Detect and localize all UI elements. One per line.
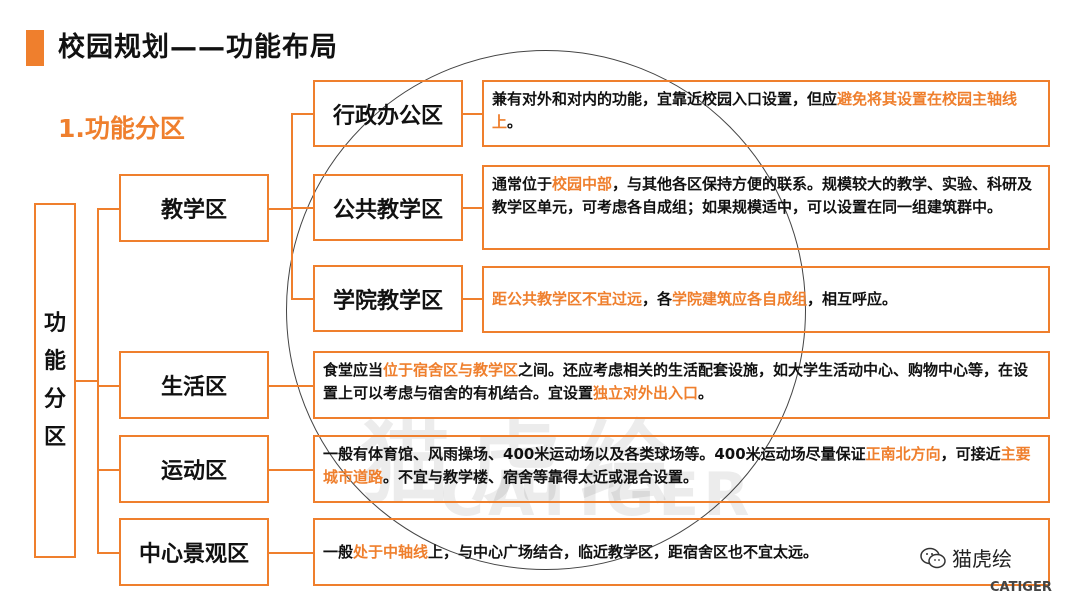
- connector-line: [291, 113, 293, 299]
- connector-line: [269, 552, 313, 554]
- desc-run: 通常位于: [492, 175, 553, 193]
- corner-brand: CATIGER: [990, 580, 1052, 595]
- desc-text: 食堂应当位于宿舍区与教学区之间。还应考虑相关的生活配套设施，如大学生活动中心、购…: [323, 359, 1040, 405]
- highlight-text: 校园中部: [552, 175, 613, 193]
- highlight-text: 学院建筑应各自成组: [672, 290, 808, 308]
- highlight-text: 距公共教学区不宜过远: [492, 290, 643, 308]
- connector-line: [269, 469, 313, 471]
- title-accent-bar: [26, 30, 44, 66]
- connector-line: [463, 207, 482, 209]
- desc-text: 一般有体育馆、风雨操场、400米运动场以及各类球场等。400米运动场尽量保证正南…: [323, 443, 1040, 489]
- connector-line: [269, 208, 292, 210]
- highlight-text: 独立对外出入口: [593, 384, 699, 402]
- connector-line: [269, 385, 313, 387]
- desc-run: 。: [698, 384, 714, 402]
- node-sports-zone: 运动区: [119, 435, 269, 503]
- node-college-teaching-zone: 学院教学区: [313, 265, 463, 332]
- desc-run: 上，与中心广场结合，临近教学区，距宿舍区也不宜太远。: [428, 542, 819, 561]
- desc-run: 兼有对外和对内的功能，宜靠近校园入口设置，但应: [492, 90, 838, 108]
- desc-run: 之间。还应考虑相关的生活配套设施，如大学生活动中心、购物中心等，在设置上可以考虑…: [323, 361, 1029, 402]
- desc-run: 一般有体育馆、风雨操场、400米运动场以及各类球场等。400米运动场尽量保证: [323, 445, 866, 463]
- highlight-text: 避免将其设置在校园主轴线上: [492, 90, 1018, 131]
- desc-landscape: 一般处于中轴线上，与中心广场结合，临近教学区，距宿舍区也不宜太远。: [313, 518, 1050, 586]
- root-char: 区: [43, 424, 66, 450]
- connector-line: [291, 207, 313, 209]
- desc-text: 一般处于中轴线上，与中心广场结合，临近教学区，距宿舍区也不宜太远。: [323, 541, 818, 564]
- desc-run: 一般: [323, 542, 354, 561]
- desc-run: 。: [507, 113, 523, 131]
- desc-text: 兼有对外和对内的功能，宜靠近校园入口设置，但应避免将其设置在校园主轴线上。: [492, 88, 1040, 134]
- desc-run: 食堂应当: [323, 361, 384, 379]
- connector-line: [291, 298, 313, 300]
- node-teaching-zone: 教学区: [119, 174, 269, 242]
- node-living-zone: 生活区: [119, 351, 269, 419]
- node-landscape-zone: 中心景观区: [119, 518, 269, 586]
- desc-living: 食堂应当位于宿舍区与教学区之间。还应考虑相关的生活配套设施，如大学生活动中心、购…: [313, 351, 1050, 419]
- desc-sports: 一般有体育馆、风雨操场、400米运动场以及各类球场等。400米运动场尽量保证正南…: [313, 435, 1050, 503]
- connector-line: [97, 208, 119, 210]
- root-char: 能: [43, 348, 66, 374]
- watermark-brand-cn: 猫虎绘: [360, 411, 690, 516]
- root-char: 功: [43, 310, 66, 336]
- connector-line: [97, 552, 119, 554]
- desc-run: ，可接近: [940, 445, 1001, 463]
- connector-line: [291, 113, 313, 115]
- root-char: 分: [43, 386, 66, 412]
- connector-line: [463, 298, 482, 300]
- connector-line: [463, 113, 482, 115]
- highlight-text: 主要城市道路: [323, 445, 1031, 486]
- desc-text: 通常位于校园中部，与其他各区保持方便的联系。规模较大的教学、实验、科研及教学区单…: [492, 173, 1040, 219]
- connector-line: [97, 469, 119, 471]
- connector-line: [97, 385, 119, 387]
- desc-run: ，与其他各区保持方便的联系。规模较大的教学、实验、科研及教学区单元，可考虑各自成…: [492, 175, 1033, 216]
- desc-run: ，各: [642, 290, 673, 308]
- desc-admin: 兼有对外和对内的功能，宜靠近校园入口设置，但应避免将其设置在校园主轴线上。: [482, 80, 1050, 147]
- node-admin-zone: 行政办公区: [313, 80, 463, 147]
- desc-text: 距公共教学区不宜过远，各学院建筑应各自成组，相互呼应。: [492, 288, 897, 311]
- desc-public-teaching: 通常位于校园中部，与其他各区保持方便的联系。规模较大的教学、实验、科研及教学区单…: [482, 165, 1050, 250]
- page-title: 校园规划——功能布局: [58, 32, 338, 63]
- watermark-circle: [286, 50, 806, 570]
- highlight-text: 位于宿舍区与教学区: [383, 361, 519, 379]
- connector-line: [97, 208, 99, 553]
- desc-college-teaching: 距公共教学区不宜过远，各学院建筑应各自成组，相互呼应。: [482, 266, 1050, 333]
- section-subtitle: 1.功能分区: [58, 114, 185, 143]
- highlight-text: 处于中轴线: [353, 542, 429, 561]
- node-public-teaching-zone: 公共教学区: [313, 174, 463, 241]
- wechat-watermark: 猫虎绘: [920, 543, 1012, 572]
- wechat-icon: [920, 547, 946, 568]
- root-node-function-zoning: 功 能 分 区: [34, 203, 76, 558]
- highlight-text: 正南北方向: [865, 445, 941, 463]
- desc-run: 。不宜与教学楼、宿舍等靠得太近或混合设置。: [383, 468, 699, 486]
- desc-run: ，相互呼应。: [807, 290, 898, 308]
- connector-line: [76, 380, 98, 382]
- wechat-account-name: 猫虎绘: [952, 547, 1012, 571]
